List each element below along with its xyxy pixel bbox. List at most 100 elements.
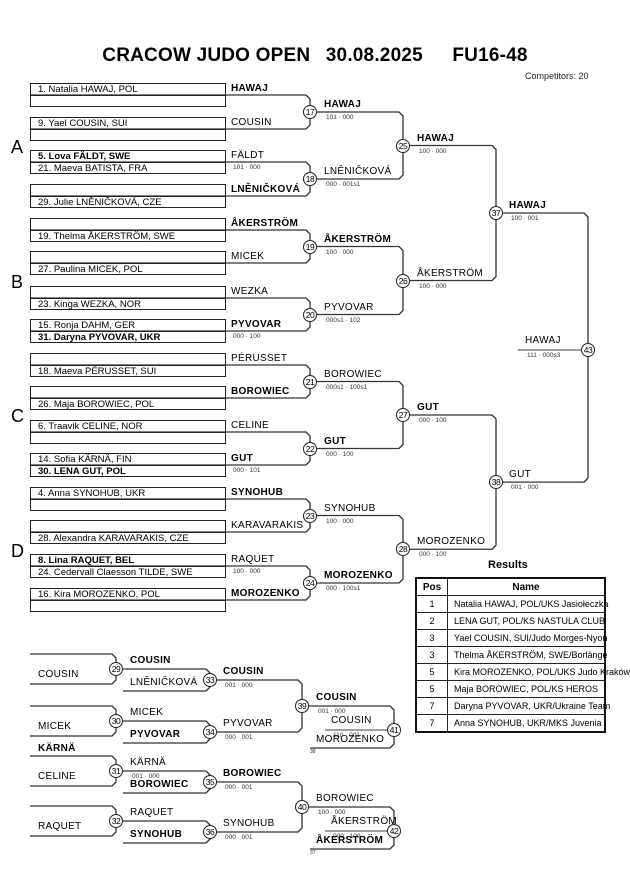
rep-match-node[interactable]: 40	[295, 800, 309, 814]
competitor-name[interactable]: 4. Anna SYNOHUB, UKR	[38, 488, 146, 499]
round1-score: 100 · 000	[233, 568, 261, 575]
draw-slot: 26. Maja BOROWIEC, POL	[30, 386, 226, 410]
competitor-name[interactable]: 21. Maeva BATISTA, FRA	[38, 163, 148, 174]
round2-winner-name: ÅKERSTRÖM	[324, 233, 392, 245]
competitor-name[interactable]	[31, 500, 225, 512]
match-node[interactable]: 19	[303, 239, 317, 254]
rep-left-bottom-name: RAQUET	[38, 821, 82, 832]
rep-match-node[interactable]: 33	[203, 673, 217, 687]
semi-score: 001 · 000	[511, 484, 539, 492]
competitor-name[interactable]: 6. Traavik CELINE, NOR	[38, 421, 143, 432]
match-node[interactable]: 37	[489, 206, 503, 220]
competitors-count: Competitors: 20	[525, 71, 589, 81]
match-node[interactable]: 27	[396, 408, 410, 422]
competitor-name[interactable]: 5. Lova FÄLDT, SWE	[38, 151, 131, 162]
rep-r1-winner-name: RAQUET	[130, 807, 174, 818]
competitor-name[interactable]: 28. Alexandra KARAVARAKIS, CZE	[38, 533, 189, 544]
competitor-name[interactable]: 24. Cedervall Claesson TILDE, SWE	[38, 567, 193, 578]
rep-r1-score: 001 · 000	[132, 773, 160, 780]
slot-divider	[31, 196, 225, 197]
competitor-name[interactable]: 8. Lina RAQUET, BEL	[38, 555, 135, 566]
slot-divider	[31, 566, 225, 567]
competitor-name[interactable]	[31, 433, 225, 445]
competitor-name[interactable]: 31. Daryna PYVOVAR, UKR	[38, 332, 161, 343]
competitor-name[interactable]: 9. Yael COUSIN, SUI	[38, 118, 128, 129]
rep-opponent-name: PYVOVAR	[130, 729, 181, 740]
rep-r2-score: 000 · 001	[225, 784, 253, 791]
result-name: Natalia HAWAJ, POL/UKS Jasiołeczka	[447, 595, 608, 613]
results-header-name: Name	[447, 577, 606, 596]
rep-match-node[interactable]: 31	[109, 764, 123, 778]
round2-score: 100 · 000	[326, 248, 354, 256]
competitor-name[interactable]: 26. Maja BOROWIEC, POL	[38, 399, 155, 410]
competitor-name[interactable]	[31, 96, 225, 108]
round2-score: 101 · 000	[326, 114, 354, 121]
result-position: 3	[415, 629, 448, 647]
bronze-match-node[interactable]: 41	[387, 723, 401, 737]
rep-left-bottom-name: COUSIN	[38, 669, 79, 680]
slot-divider	[31, 95, 225, 96]
match-node[interactable]: 24	[303, 576, 317, 590]
result-name: Yael COUSIN, SUI/Judo Morges-Nyon	[447, 629, 607, 647]
source-match-ref: 38	[310, 749, 316, 755]
match-node[interactable]: 20	[303, 307, 317, 322]
results-header-pos: Pos	[415, 577, 448, 596]
competitor-name[interactable]: 1. Natalia HAWAJ, POL	[38, 84, 138, 95]
competitor-name[interactable]: 27. Paulina MICEK, POL	[38, 264, 143, 275]
rep-r2-score: 000 · 001	[225, 734, 253, 741]
slot-divider	[31, 365, 225, 366]
match-node[interactable]: 18	[303, 172, 317, 186]
competitor-name[interactable]: 23. Kinga WEZKA, NOR	[38, 299, 141, 310]
pool-label-b: B	[11, 272, 24, 292]
competitor-name[interactable]	[31, 601, 225, 613]
match-node[interactable]: 38	[489, 475, 503, 490]
round2-winner-name: LNĚNIČKOVÁ	[324, 166, 392, 177]
bronze-score: 000 · 100	[333, 833, 361, 840]
competitor-name[interactable]: 18. Maeva PÉRUSSET, SUI	[38, 366, 157, 377]
rep-r3-score: 001 · 000	[318, 708, 346, 715]
competitor-name[interactable]: 16. Kira MOROZENKO, POL	[38, 589, 160, 600]
bronze-opponent-name: ÅKERSTRÖM	[316, 835, 384, 846]
competitor-name[interactable]: 29. Julie LNĚNIČKOVÁ, CZE	[38, 197, 162, 208]
round1-winner-name: RAQUET	[231, 554, 275, 565]
competitor-name[interactable]: 19. Thelma ÅKERSTRÖM, SWE	[38, 231, 176, 242]
slot-divider	[31, 129, 225, 130]
rep-match-node[interactable]: 34	[203, 725, 217, 739]
rep-match-node[interactable]: 35	[203, 775, 217, 789]
round1-winner-name: HAWAJ	[231, 83, 269, 94]
match-node[interactable]: 23	[303, 508, 317, 523]
rep-match-node[interactable]: 39	[295, 699, 309, 713]
match-node[interactable]: 28	[396, 542, 410, 557]
draw-slot: 23. Kinga WEZKA, NOR	[30, 286, 226, 310]
page-title: CRACOW JUDO OPEN 30.08.2025 FU16-48	[0, 45, 630, 67]
bronze-match-node[interactable]: 42	[387, 824, 401, 838]
match-node[interactable]: 26	[396, 273, 410, 288]
slot-divider	[31, 230, 225, 231]
round2-winner-name: PYVOVAR	[324, 301, 374, 313]
competitor-name[interactable]	[31, 130, 225, 142]
competitor-name[interactable]: 30. LENA GUT, POL	[38, 466, 126, 477]
rep-match-node[interactable]: 32	[109, 814, 123, 828]
rep-opponent-name: BOROWIEC	[130, 779, 189, 790]
match-node[interactable]: 25	[396, 138, 410, 153]
result-position: 2	[415, 612, 448, 630]
draw-slot: 27. Paulina MICEK, POL	[30, 251, 226, 275]
rep-match-node[interactable]: 30	[109, 714, 123, 728]
result-position: 7	[415, 714, 448, 733]
round2-score: 000 · 100	[326, 450, 354, 458]
match-node[interactable]: 21	[303, 374, 317, 389]
round1-winner-name: CELINE	[231, 420, 269, 431]
match-node[interactable]: 17	[303, 105, 317, 119]
competitor-name[interactable]: 14. Sofia KÄRNÄ, FIN	[38, 454, 132, 465]
bracket-r3-1	[410, 414, 497, 550]
final-match-node[interactable]: 43	[581, 343, 595, 357]
competitor-name[interactable]: 15. Ronja DAHM, GER	[38, 320, 136, 331]
slot-divider	[31, 499, 225, 500]
semi-score: 100 · 001	[511, 215, 539, 222]
match-node[interactable]: 22	[303, 441, 317, 456]
draw-slot: 18. Maeva PÉRUSSET, SUI	[30, 353, 226, 377]
rep-match-node[interactable]: 36	[203, 825, 217, 839]
rep-match-node[interactable]: 29	[109, 662, 123, 676]
